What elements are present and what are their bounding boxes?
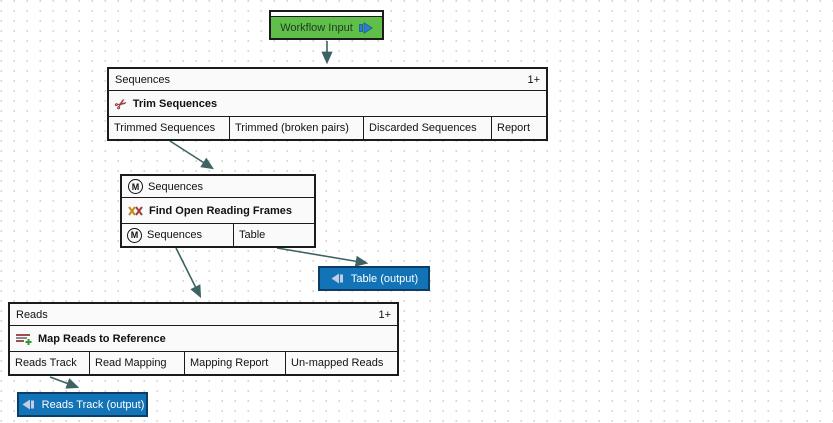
trim-output-report[interactable]: Report [492,117,546,139]
workflow-input-connector-strip[interactable] [271,12,382,17]
orf-output-label-0: Sequences [147,229,203,241]
trim-input-label: Sequences [115,73,171,86]
trim-output-label-0: Trimmed Sequences [114,122,216,134]
map-cardinality-badge: 1+ [378,308,391,321]
output-arrow-icon [21,399,35,410]
workflow-input-node[interactable]: Workflow Input [269,10,384,40]
multi-element-icon: M [128,179,143,194]
trim-output-trimmed-broken-pairs[interactable]: Trimmed (broken pairs) [230,117,364,139]
trim-output-label-1: Trimmed (broken pairs) [235,122,349,134]
map-output-label-1: Read Mapping [95,357,167,369]
orf-output-table[interactable]: Table [234,224,314,246]
reads-track-output-label: Reads Track (output) [41,398,145,411]
map-output-label-2: Mapping Report [190,357,269,369]
workflow-input-arrow-icon [358,21,373,34]
map-output-label-0: Reads Track [15,357,77,369]
trim-cardinality-badge: 1+ [527,73,540,86]
trim-output-trimmed-sequences[interactable]: Trimmed Sequences [109,117,230,139]
table-output-node[interactable]: Table (output) [318,266,430,291]
map-title: Map Reads to Reference [38,332,166,345]
map-input-row[interactable]: Reads 1+ [10,304,397,326]
workflow-input-label: Workflow Input [280,21,353,34]
multi-element-icon: M [127,227,142,243]
trim-sequences-node[interactable]: Sequences 1+ ✂ Trim Sequences Trimmed Se… [107,67,548,141]
orf-output-label-1: Table [239,229,266,241]
output-arrow-icon [330,273,344,284]
map-input-label: Reads [16,308,48,321]
trim-title: Trim Sequences [132,97,218,110]
map-title-row[interactable]: Map Reads to Reference [10,326,397,352]
connector-trim-to-orf [169,140,215,170]
orf-input-label: Sequences [148,180,204,193]
scissors-icon: ✂ [111,93,131,114]
trim-input-row[interactable]: Sequences 1+ [109,69,546,91]
connector-orf-to-table-output [276,247,369,267]
reads-track-output-node[interactable]: Reads Track (output) [17,392,148,417]
map-reads-icon [16,333,32,345]
map-output-read-mapping[interactable]: Read Mapping [90,352,185,374]
trim-output-label-3: Report [497,122,531,134]
orf-title: Find Open Reading Frames [149,204,293,217]
orf-icon [128,205,143,216]
map-output-label-3: Un-mapped Reads [291,357,384,369]
find-orf-node[interactable]: M Sequences Find Open Reading Frames M S… [120,174,316,248]
connector-map-to-reads-track-output [49,376,80,389]
trim-output-label-2: Discarded Sequences [369,122,477,134]
orf-title-row[interactable]: Find Open Reading Frames [122,198,314,224]
connector-orf-to-map [175,247,202,299]
orf-input-row[interactable]: M Sequences [122,176,314,198]
trim-output-discarded-sequences[interactable]: Discarded Sequences [364,117,492,139]
map-output-reads-track[interactable]: Reads Track [10,352,90,374]
table-output-label: Table (output) [350,272,419,285]
map-output-unmapped-reads[interactable]: Un-mapped Reads [286,352,397,374]
trim-title-row[interactable]: ✂ Trim Sequences [109,91,546,117]
map-output-mapping-report[interactable]: Mapping Report [185,352,286,374]
orf-output-sequences[interactable]: M Sequences [122,224,234,246]
map-reads-node[interactable]: Reads 1+ Map Reads to Reference Reads Tr… [8,302,399,376]
